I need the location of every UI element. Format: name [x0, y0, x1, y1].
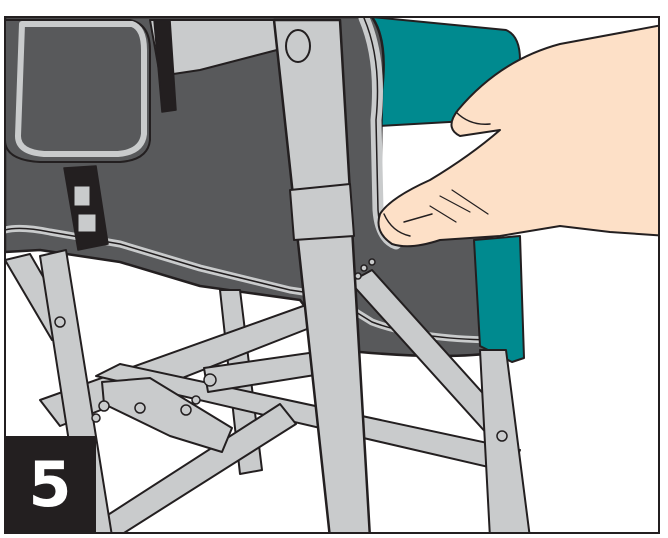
step-number: 5	[28, 454, 71, 516]
teal-side-flap	[474, 236, 524, 362]
post-bolt	[286, 30, 310, 62]
side-pocket	[5, 20, 150, 162]
step-number-badge: 5	[4, 436, 96, 534]
post-collar	[290, 184, 354, 240]
rear-leg-far-right	[480, 350, 530, 538]
